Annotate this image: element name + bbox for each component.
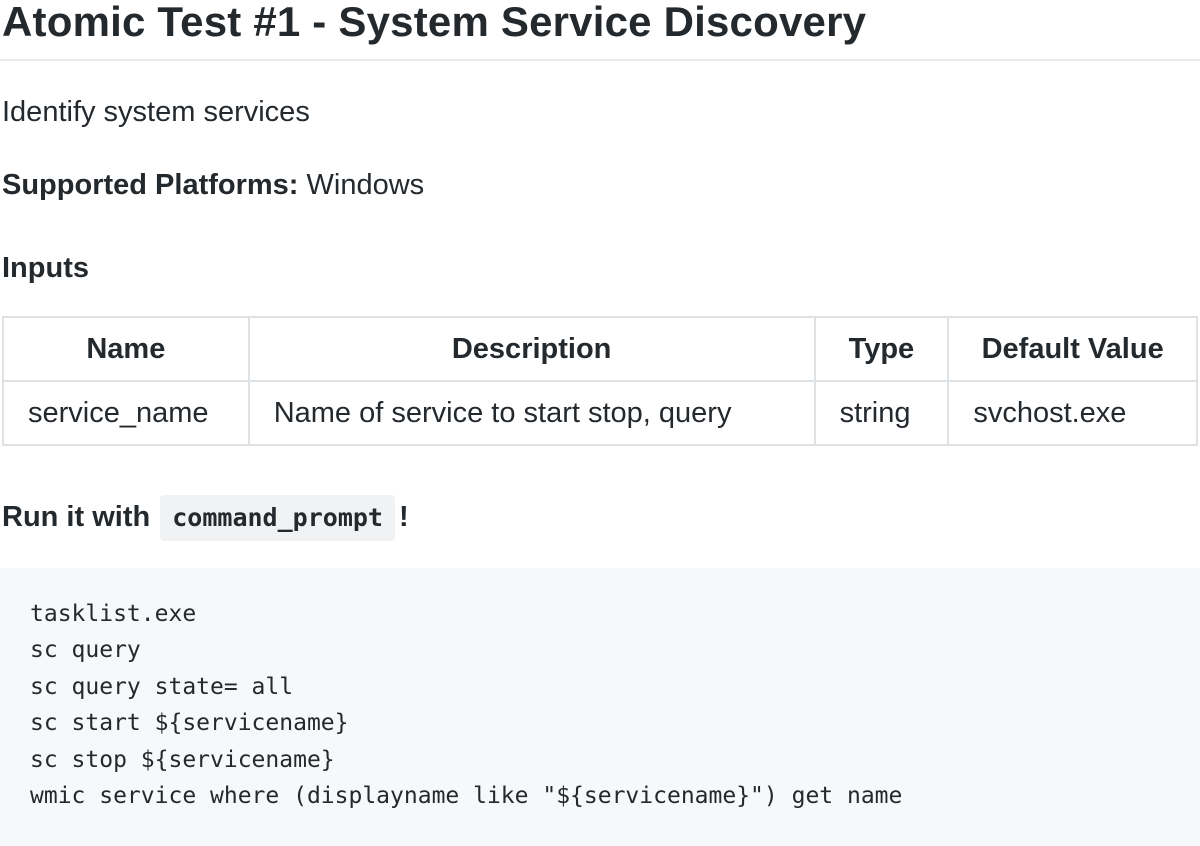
cell-name: service_name [2, 380, 250, 446]
command-code-block: tasklist.exe sc query sc query state= al… [0, 568, 1200, 846]
code-line: sc query [30, 637, 141, 664]
column-header-name: Name [2, 316, 250, 382]
title-divider [0, 59, 1200, 61]
cell-description: Name of service to start stop, query [247, 380, 816, 446]
supported-platforms-label: Supported Platforms: [2, 169, 299, 201]
code-line: sc query state= all [30, 673, 294, 700]
code-line: tasklist.exe [30, 601, 197, 627]
code-line: sc start ${servicename} [30, 710, 349, 737]
cell-default-value: svchost.exe [947, 380, 1198, 446]
run-instruction: Run it with command_prompt! [2, 495, 409, 542]
column-header-default-value: Default Value [947, 316, 1198, 382]
inputs-table: Name Description Type Default Value serv… [2, 316, 1198, 446]
run-suffix: ! [398, 501, 409, 533]
test-description: Identify system services [2, 96, 310, 128]
supported-platforms-value: Windows [306, 169, 425, 201]
cell-type: string [813, 380, 950, 446]
inputs-heading: Inputs [2, 252, 89, 284]
column-header-description: Description [247, 316, 816, 382]
executor-code: command_prompt [160, 495, 395, 542]
code-line: wmic service where (displayname like "${… [30, 783, 903, 810]
run-prefix: Run it with [2, 501, 151, 533]
table-row: service_name Name of service to start st… [2, 380, 1198, 446]
code-line: sc stop ${servicename} [30, 746, 335, 773]
table-header-row: Name Description Type Default Value [2, 316, 1198, 382]
supported-platforms: Supported Platforms: Windows [2, 167, 424, 203]
column-header-type: Type [813, 316, 950, 382]
page-title: Atomic Test #1 - System Service Discover… [2, 0, 867, 45]
